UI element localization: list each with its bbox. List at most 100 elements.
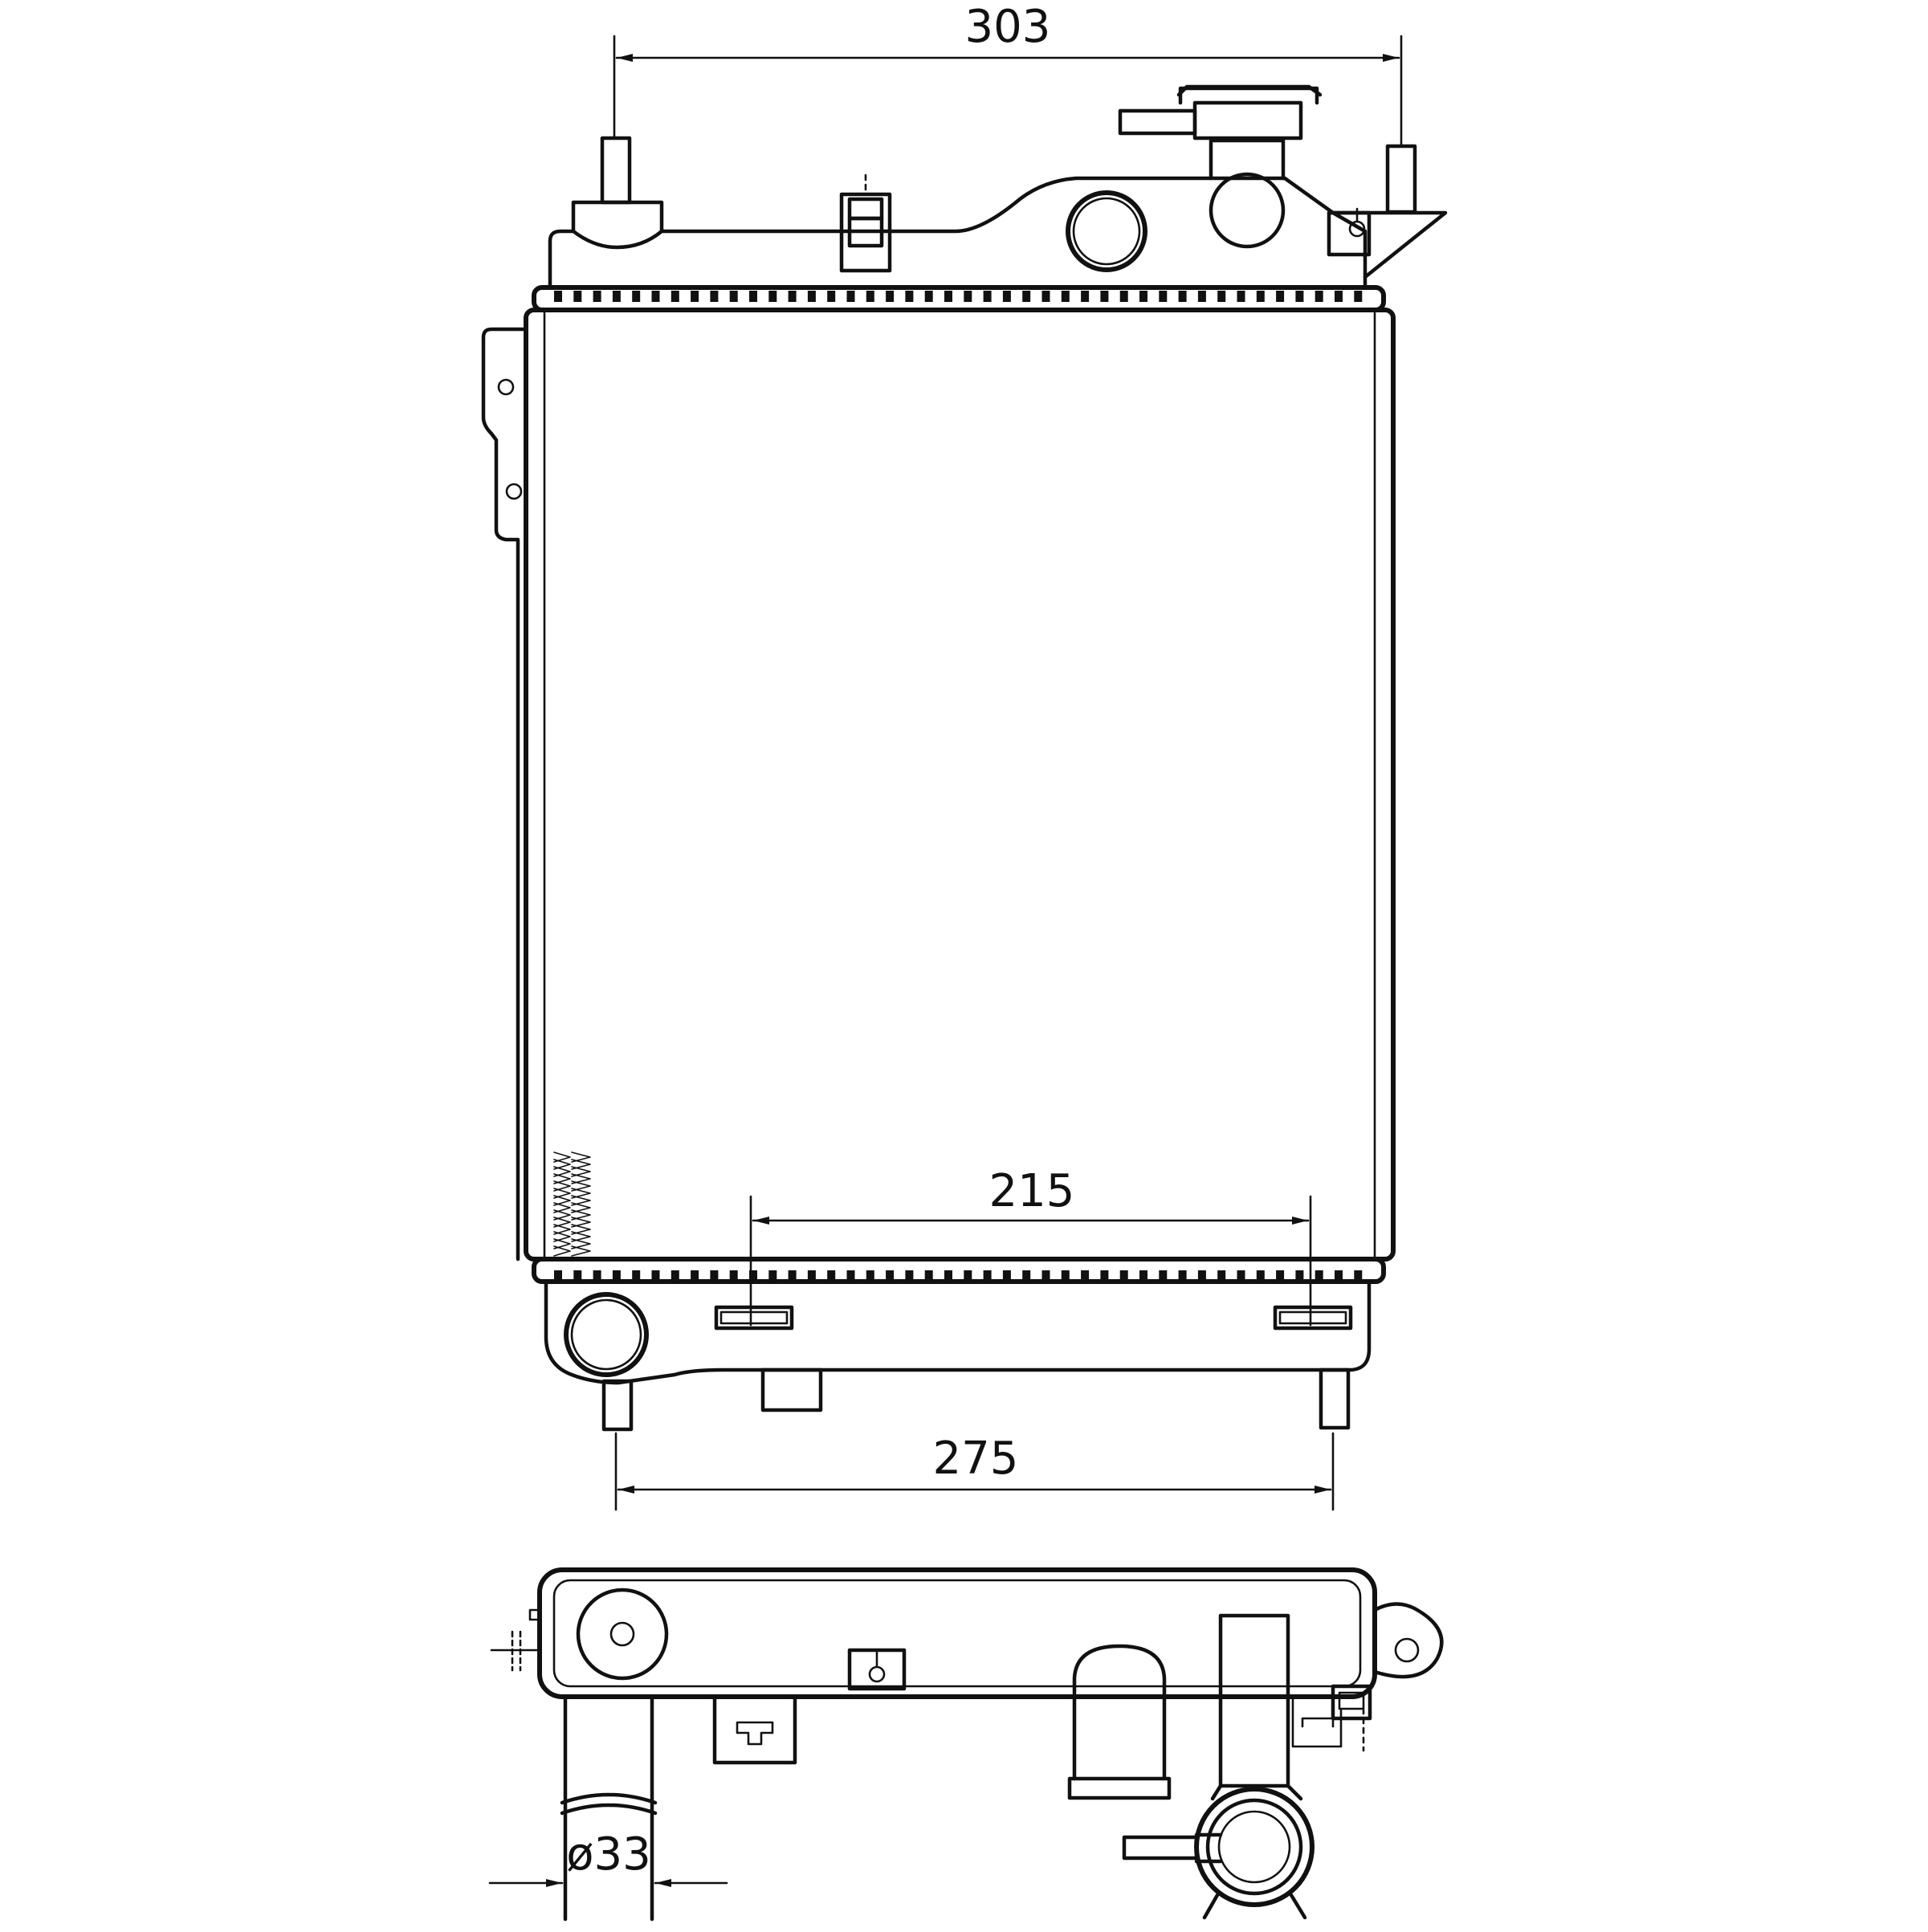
fin-line xyxy=(553,1224,591,1235)
crimp-tooth xyxy=(983,1270,992,1282)
fin-line xyxy=(553,1151,591,1163)
fin-line xyxy=(553,1209,591,1221)
crimp-tooth xyxy=(1197,291,1206,302)
crimp-tooth xyxy=(554,1270,562,1282)
top-view-tank xyxy=(537,1567,1377,1699)
crimp-tooth xyxy=(1041,291,1050,302)
right-mount-bracket xyxy=(1327,144,1448,279)
crimp-tooth xyxy=(846,1270,855,1282)
crimp-tooth xyxy=(1335,291,1343,302)
crimp-tooth xyxy=(1276,291,1285,302)
crimp-tooth xyxy=(827,1270,836,1282)
crimp-tooth xyxy=(807,291,816,302)
crimp-tooth xyxy=(905,291,914,302)
crimp-tooth xyxy=(866,291,874,302)
crimp-tooth xyxy=(1100,1270,1109,1282)
crimp-tooth xyxy=(1081,291,1090,302)
dimension-top-width: 303 xyxy=(613,1,1403,146)
hose-outlet-icon xyxy=(560,1694,658,1922)
fin-line xyxy=(553,1245,591,1257)
crimp-tooth xyxy=(807,1270,816,1282)
crimp-tooth xyxy=(710,1270,719,1282)
crimp-tooth xyxy=(632,291,641,302)
dimension-outlet-diameter: ø33 xyxy=(488,1828,728,1887)
crimp-tooth xyxy=(924,1270,933,1282)
radiator-top-view: ø33 xyxy=(488,1567,1444,1922)
fin-line xyxy=(553,1159,591,1170)
crimp-tooth xyxy=(788,1270,797,1282)
dimension-label-275: 275 xyxy=(933,1433,1019,1485)
fin-line xyxy=(553,1195,591,1206)
crimp-tooth xyxy=(1081,1270,1090,1282)
crimp-tooth xyxy=(1335,1270,1343,1282)
crimp-tooth xyxy=(573,291,582,302)
crimp-tooth xyxy=(1256,1270,1265,1282)
crimp-tooth xyxy=(1139,1270,1147,1282)
crimp-tooth xyxy=(827,291,836,302)
inlet-elbow xyxy=(1067,1644,1172,1800)
fin-line xyxy=(553,1166,591,1177)
crimp-tooth xyxy=(1354,291,1363,302)
crimp-tooth xyxy=(593,291,601,302)
radiator-core xyxy=(524,308,1396,1262)
left-side-bracket xyxy=(481,327,528,1262)
fin-line xyxy=(553,1238,591,1249)
dimension-label-215: 215 xyxy=(989,1165,1075,1217)
crimp-tooth xyxy=(671,1270,679,1282)
crimp-tooth xyxy=(1159,291,1168,302)
crimp-tooth xyxy=(612,291,621,302)
crimp-tooth xyxy=(651,1270,660,1282)
crimp-tooth xyxy=(846,291,855,302)
crimp-tooth xyxy=(749,291,757,302)
crimp-tooth xyxy=(710,291,719,302)
crimp-tooth xyxy=(1159,1270,1168,1282)
bottom-header-plate xyxy=(532,1257,1386,1284)
crimp-tooth xyxy=(1119,1270,1128,1282)
crimp-tooth xyxy=(593,1270,601,1282)
left-pin xyxy=(490,1608,541,1672)
crimp-tooth xyxy=(1139,291,1147,302)
bottom-clip xyxy=(712,1694,797,1765)
crimp-tooth xyxy=(768,1270,777,1282)
crimp-tooth xyxy=(924,291,933,302)
crimp-tooth xyxy=(1041,1270,1050,1282)
crimp-tooth xyxy=(866,1270,874,1282)
crimp-tooth xyxy=(1002,291,1011,302)
crimp-tooth xyxy=(886,1270,895,1282)
fin-line xyxy=(553,1202,591,1213)
crimp-tooth xyxy=(1178,1270,1187,1282)
fin-line xyxy=(553,1231,591,1242)
crimp-tooth xyxy=(632,1270,641,1282)
filler-neck xyxy=(1122,1613,1315,1920)
crimp-tooth xyxy=(964,1270,972,1282)
crimp-tooth xyxy=(1119,291,1128,302)
crimp-tooth xyxy=(691,291,699,302)
crimp-tooth xyxy=(1315,291,1323,302)
lower-tank xyxy=(544,1279,1372,1432)
crimp-tooth xyxy=(1061,291,1070,302)
fin-line xyxy=(553,1173,591,1184)
dimension-label-diameter: ø33 xyxy=(566,1828,651,1881)
fin-line xyxy=(553,1217,591,1228)
crimp-tooth xyxy=(905,1270,914,1282)
fin-line xyxy=(553,1180,591,1192)
filler-cap-icon xyxy=(1118,84,1323,249)
crimp-tooth xyxy=(1197,1270,1206,1282)
center-clip xyxy=(839,173,892,273)
crimp-tooth xyxy=(651,291,660,302)
crimp-tooth xyxy=(671,291,679,302)
crimp-tooth xyxy=(1354,1270,1363,1282)
crimp-tooth xyxy=(1100,291,1109,302)
crimp-tooth xyxy=(1217,291,1226,302)
crimp-tooth xyxy=(964,291,972,302)
crimp-tooth xyxy=(1061,1270,1070,1282)
crimp-tooth xyxy=(554,291,562,302)
crimp-tooth xyxy=(1276,1270,1285,1282)
crimp-tooth xyxy=(749,1270,757,1282)
crimp-tooth xyxy=(983,291,992,302)
crimp-tooth xyxy=(1217,1270,1226,1282)
crimp-tooth xyxy=(573,1270,582,1282)
top-header-plate xyxy=(532,285,1386,312)
top-view-right-bracket xyxy=(1291,1684,1372,1752)
